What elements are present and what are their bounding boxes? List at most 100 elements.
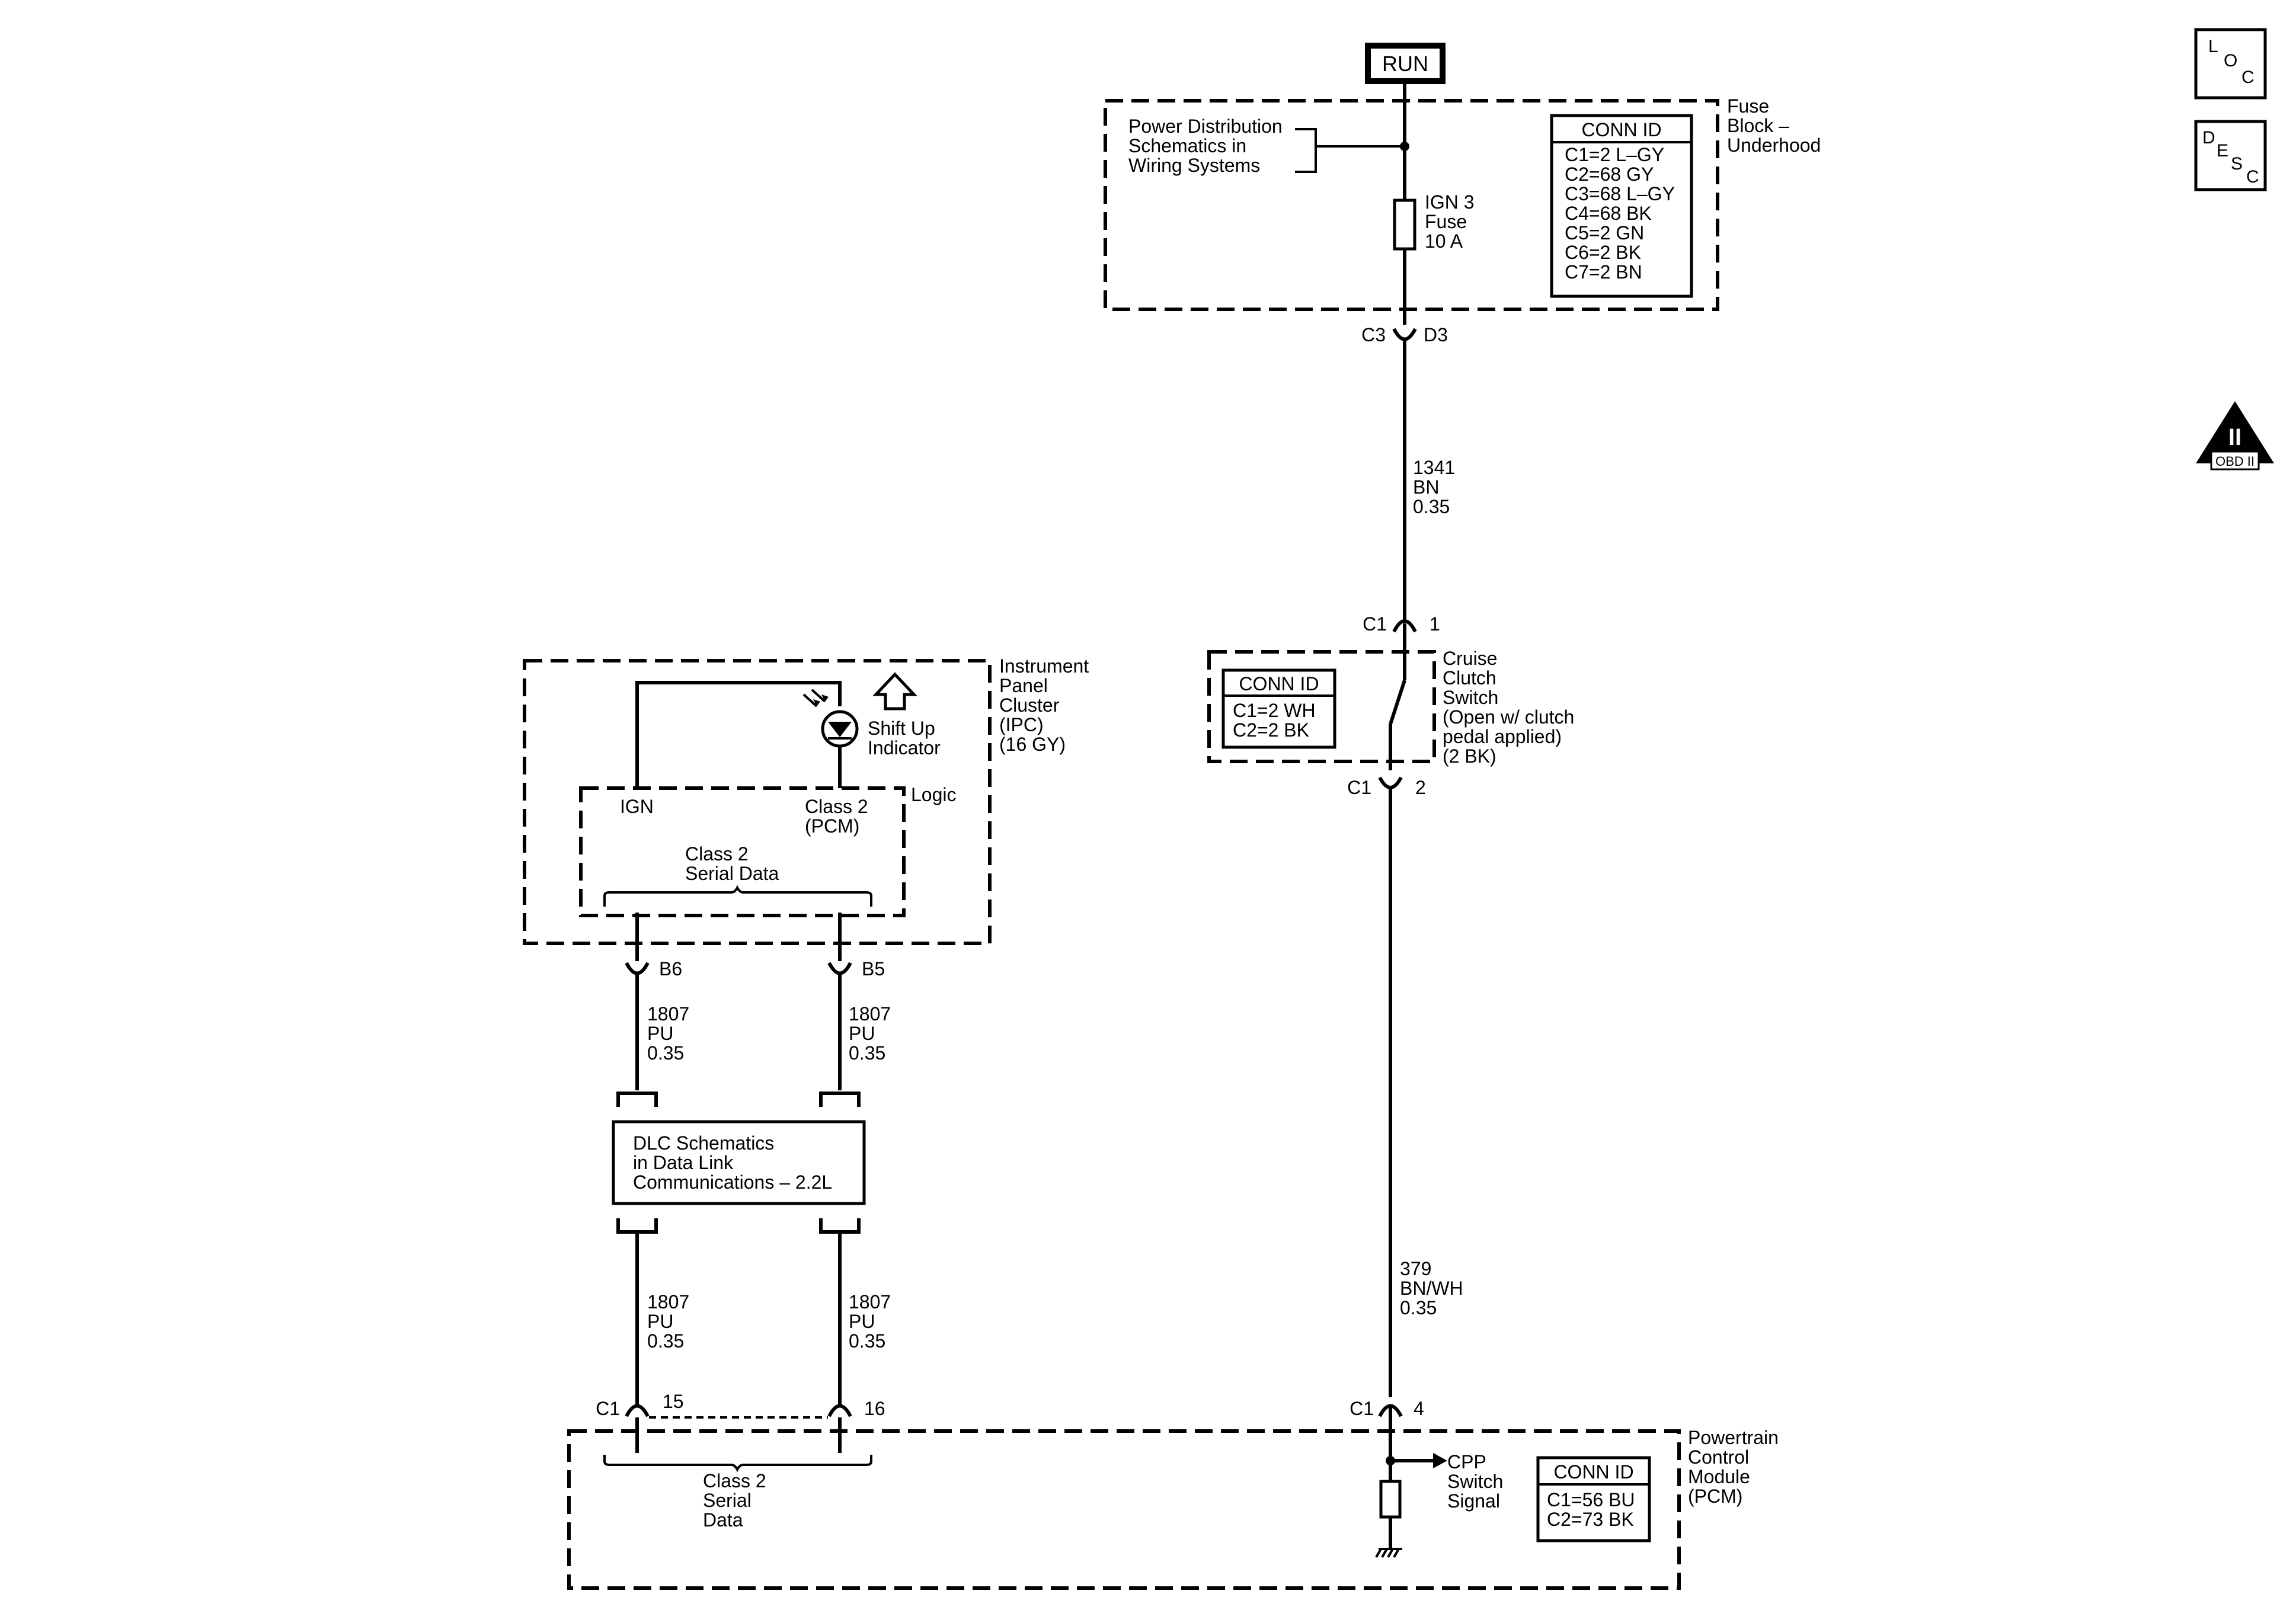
pcm-pulldown-resistor xyxy=(1379,1480,1402,1519)
ipc-title: Instrument Panel Cluster (IPC) (16 GY) xyxy=(999,655,1089,755)
connector-c3-d3: C3 D3 xyxy=(1361,324,1448,345)
ipc-logic-outline xyxy=(579,786,906,917)
svg-text:Panel: Panel xyxy=(999,675,1048,696)
svg-text:B6: B6 xyxy=(659,958,682,980)
svg-text:0.35: 0.35 xyxy=(849,1330,885,1352)
svg-text:C: C xyxy=(2246,167,2259,187)
wire-1807-upper-left-label: 1807 PU 0.35 xyxy=(647,1003,689,1064)
svg-text:PU: PU xyxy=(849,1023,875,1044)
ipc-pin-b5: B5 xyxy=(827,958,885,980)
svg-text:L: L xyxy=(2208,37,2218,56)
svg-text:C6=2 BK: C6=2 BK xyxy=(1565,242,1641,263)
svg-text:0.35: 0.35 xyxy=(1400,1297,1437,1318)
svg-text:II: II xyxy=(2228,424,2241,450)
svg-text:Power Distribution: Power Distribution xyxy=(1128,116,1283,137)
run-label: RUN xyxy=(1382,52,1428,76)
ign3-fuse-label: IGN 3 Fuse 10 A xyxy=(1425,191,1475,252)
svg-text:Class 2: Class 2 xyxy=(805,796,868,817)
ipc-logic-label: Logic xyxy=(911,784,957,805)
wire-1807-lower-left-label: 1807 PU 0.35 xyxy=(647,1291,689,1352)
switch-blade xyxy=(1389,680,1406,725)
svg-text:C2=68 GY: C2=68 GY xyxy=(1565,164,1654,185)
svg-text:C1: C1 xyxy=(1363,613,1387,635)
svg-text:B5: B5 xyxy=(862,958,885,980)
svg-text:Class 2: Class 2 xyxy=(685,843,749,865)
svg-text:C7=2 BN: C7=2 BN xyxy=(1565,261,1642,283)
cruise-switch-title: Cruise Clutch Switch (Open w/ clutch ped… xyxy=(1443,648,1574,767)
svg-text:C: C xyxy=(2241,68,2255,87)
svg-text:(IPC): (IPC) xyxy=(999,714,1044,735)
cruise-switch-conn-id: CONN ID C1=2 WH C2=2 BK xyxy=(1221,668,1336,749)
pcm-title: Powertrain Control Module (PCM) xyxy=(1688,1427,1779,1507)
svg-text:0.35: 0.35 xyxy=(647,1330,684,1352)
svg-text:Shift Up: Shift Up xyxy=(868,718,935,739)
shift-up-lamp-icon xyxy=(802,689,859,748)
svg-text:CONN ID: CONN ID xyxy=(1239,673,1319,694)
switch-top-connector: C1 1 xyxy=(1363,613,1440,635)
svg-text:0.35: 0.35 xyxy=(1413,496,1450,517)
svg-text:Block –: Block – xyxy=(1727,115,1789,136)
svg-text:Switch: Switch xyxy=(1443,687,1498,708)
svg-text:PU: PU xyxy=(849,1311,875,1332)
svg-text:CONN ID: CONN ID xyxy=(1581,119,1661,140)
fuse-block-title: Fuse Block – Underhood xyxy=(1727,95,1821,156)
svg-text:Switch: Switch xyxy=(1447,1471,1503,1492)
svg-text:15: 15 xyxy=(663,1391,684,1412)
run-label-box: RUN xyxy=(1365,43,1446,84)
svg-text:Communications – 2.2L: Communications – 2.2L xyxy=(633,1172,832,1193)
svg-text:379: 379 xyxy=(1400,1258,1431,1279)
obd-ii-badge-icon[interactable]: II OBD II xyxy=(2196,401,2274,470)
svg-text:1807: 1807 xyxy=(647,1003,689,1025)
svg-text:C2=73 BK: C2=73 BK xyxy=(1547,1509,1634,1530)
loc-badge-icon[interactable]: L O C xyxy=(2194,28,2267,100)
svg-text:(PCM): (PCM) xyxy=(805,815,859,837)
svg-text:C1: C1 xyxy=(1350,1398,1374,1419)
pcm-conn-id: CONN ID C1=56 BU C2=73 BK xyxy=(1536,1456,1651,1542)
svg-text:C3=68 L–GY: C3=68 L–GY xyxy=(1565,183,1675,204)
svg-text:Module: Module xyxy=(1688,1466,1750,1487)
dlc-box xyxy=(612,1120,866,1205)
svg-text:Fuse: Fuse xyxy=(1425,211,1467,232)
svg-text:C1=56 BU: C1=56 BU xyxy=(1547,1489,1635,1510)
cpp-signal-label: CPP Switch Signal xyxy=(1447,1451,1503,1512)
svg-text:0.35: 0.35 xyxy=(647,1042,684,1064)
svg-text:Cruise: Cruise xyxy=(1443,648,1497,669)
wire-1807-lower-right-label: 1807 PU 0.35 xyxy=(849,1291,891,1352)
pcm-pin-15: C1 15 xyxy=(596,1391,684,1419)
svg-text:C1=2 WH: C1=2 WH xyxy=(1233,700,1316,721)
svg-text:1807: 1807 xyxy=(849,1291,891,1313)
svg-text:Indicator: Indicator xyxy=(868,737,941,758)
ipc-serial-data-label: Class 2 Serial Data xyxy=(685,843,779,884)
svg-text:16: 16 xyxy=(864,1398,885,1419)
power-distribution-ref: Power Distribution Schematics in Wiring … xyxy=(1128,116,1409,176)
svg-text:Serial Data: Serial Data xyxy=(685,863,779,884)
svg-text:C3: C3 xyxy=(1361,324,1386,345)
svg-text:pedal applied): pedal applied) xyxy=(1443,726,1562,747)
fuse-block-outline xyxy=(1104,99,1719,311)
svg-text:PU: PU xyxy=(647,1311,673,1332)
svg-text:D3: D3 xyxy=(1424,324,1448,345)
svg-text:(16 GY): (16 GY) xyxy=(999,734,1066,755)
svg-text:BN/WH: BN/WH xyxy=(1400,1278,1463,1299)
svg-text:C1: C1 xyxy=(1347,777,1371,798)
switch-bottom-connector: C1 2 xyxy=(1347,776,1426,798)
pcm-pin-4: C1 4 xyxy=(1350,1398,1424,1419)
svg-text:Class 2: Class 2 xyxy=(703,1470,766,1491)
ipc-serial-brace xyxy=(603,885,872,907)
svg-text:(Open w/ clutch: (Open w/ clutch xyxy=(1443,706,1574,728)
cruise-switch-outline xyxy=(1207,650,1436,763)
svg-text:4: 4 xyxy=(1414,1398,1424,1419)
svg-text:C2=2 BK: C2=2 BK xyxy=(1233,719,1309,741)
dlc-label: DLC Schematics in Data Link Communicatio… xyxy=(633,1132,832,1193)
desc-badge-icon[interactable]: D E S C xyxy=(2194,120,2267,191)
svg-text:Clutch: Clutch xyxy=(1443,667,1496,689)
svg-text:PU: PU xyxy=(647,1023,673,1044)
svg-text:O: O xyxy=(2224,51,2237,71)
pcm-serial-data-label: Class 2 Serial Data xyxy=(703,1470,766,1531)
ground-icon xyxy=(1375,1548,1402,1558)
wire-1807-upper-right-label: 1807 PU 0.35 xyxy=(849,1003,891,1064)
svg-text:BN: BN xyxy=(1413,476,1439,498)
svg-text:Serial: Serial xyxy=(703,1490,752,1511)
svg-text:CPP: CPP xyxy=(1447,1451,1486,1473)
